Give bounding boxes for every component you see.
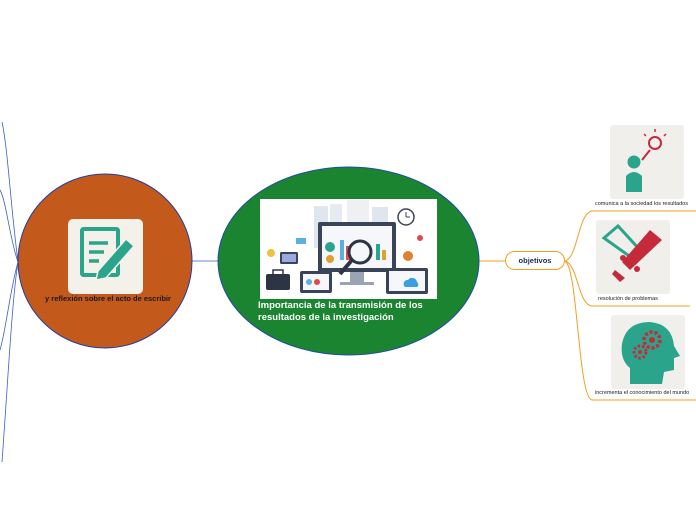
document-edit-icon xyxy=(68,219,143,294)
right-connectors xyxy=(479,210,696,401)
left-topic-label: y reflexión sobre el acto de escribir xyxy=(45,294,171,303)
central-topic-node[interactable] xyxy=(217,166,480,356)
person-idea-icon xyxy=(610,125,684,199)
left-connectors xyxy=(0,121,218,463)
objectives-label: objetivos xyxy=(518,256,552,265)
left-topic-node[interactable] xyxy=(17,173,193,349)
objective-item-problem-solving[interactable]: resolución de problemas xyxy=(598,296,658,302)
objective-item-communicates[interactable]: comunica a la sociedad los resultados xyxy=(595,201,688,207)
central-topic-title: Importancia de la transmisión de los res… xyxy=(258,300,423,323)
objective-item-knowledge[interactable]: incrementa el conocimiento del mundo xyxy=(595,390,690,396)
objectives-node[interactable]: objetivos xyxy=(505,251,565,270)
head-gears-icon xyxy=(611,315,685,389)
handshake-icon xyxy=(596,220,670,294)
data-analysis-illustration xyxy=(260,199,437,299)
